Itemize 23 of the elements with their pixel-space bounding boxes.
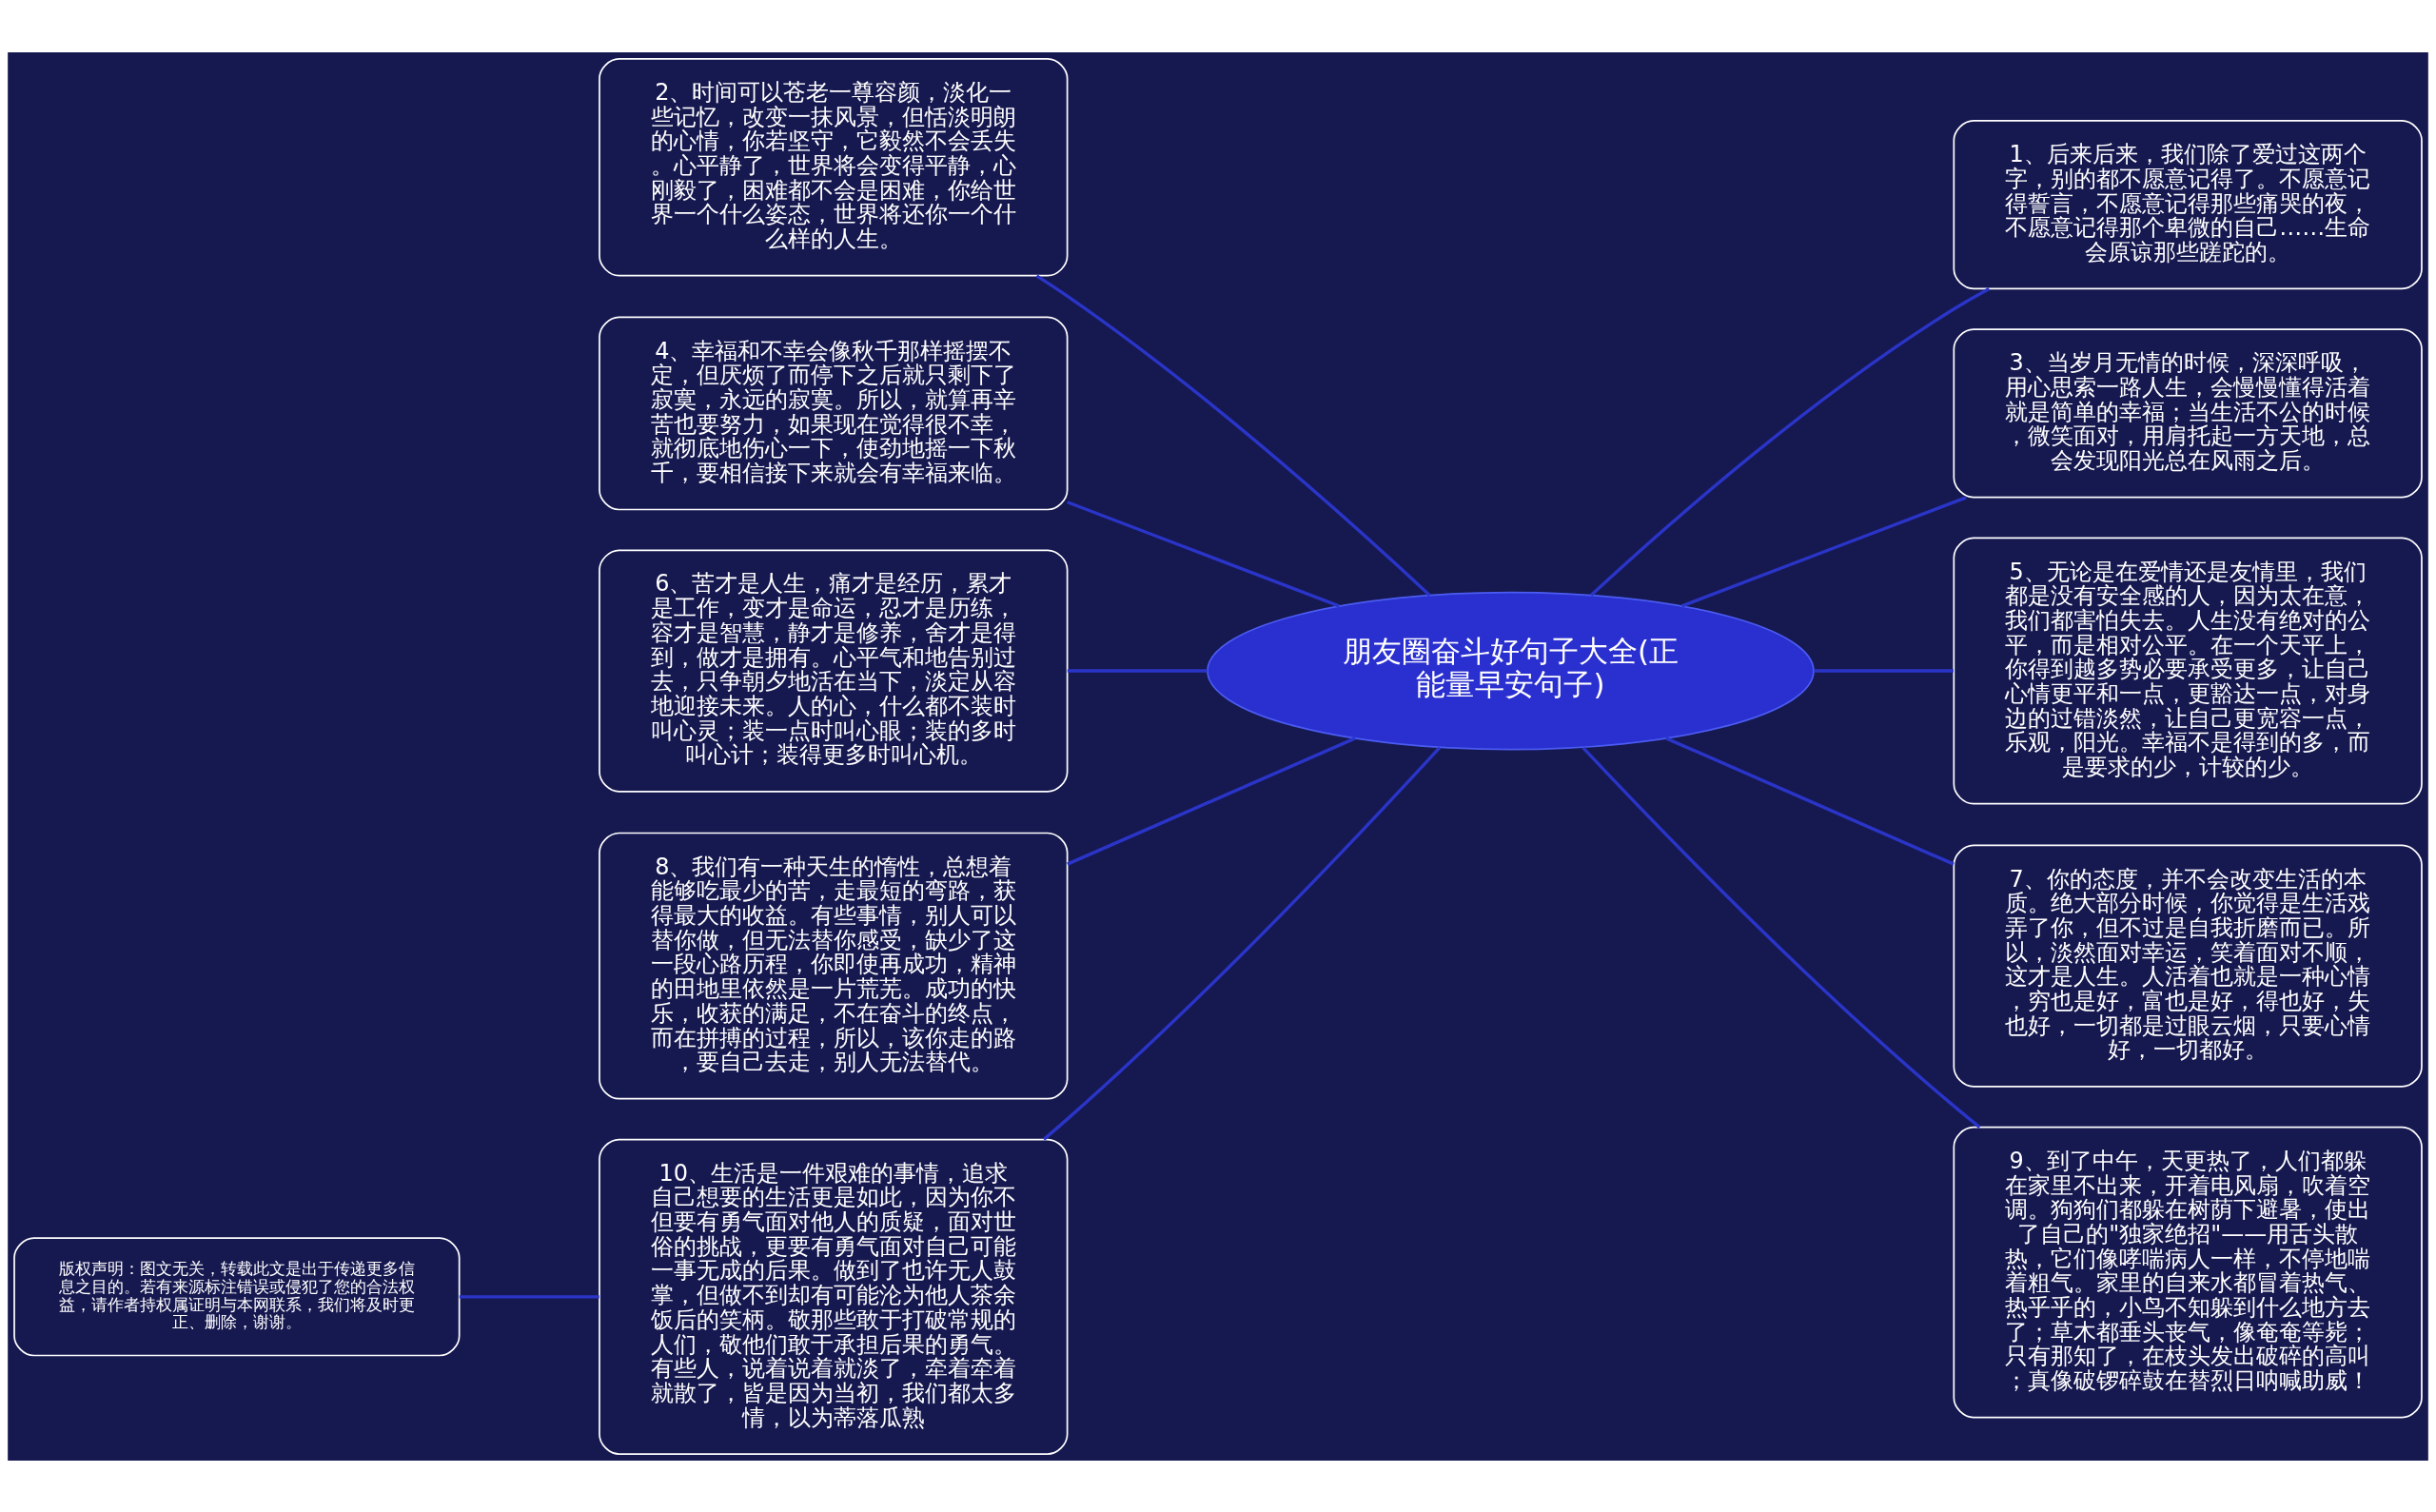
connector xyxy=(1814,668,1954,673)
node-box: 3、当岁月无情的时候，深深呼吸，用心思索一路人生，会慢慢懂得活着就是简单的幸福；当生活不公的时候，微笑面对，用肩托起一方天地，总会发现阳光总在风雨之后。 xyxy=(1953,327,2423,498)
node-box: 1、后来后来，我们除了爱过这两个字，别的都不愿意记得了。不愿意记得誓言，不愿意记得那些痛哭的夜，不愿意记得那个卑微的自己……生命会原谅那些蹉跎的。 xyxy=(1953,119,2423,289)
node-box: 10、生活是一件艰难的事情，追求自己想要的生活更是如此，因为你不但要有勇气面对他人的质疑，面对世俗的挑战，更要有勇气面对自己可能一事无成的后果。做到了也许无人鼓掌，但做不到却有可能沦为他人茶余饭后的笑柄。敬那些敢于打破常规的人们，敬他们敢于承担后果的勇气。有些人，说着说着就淡了，牵着牵着就散了，皆是因为当初，我们都太多情，以为蒂落瓜熟 xyxy=(599,1138,1069,1455)
node-box: 5、无论是在爱情还是友情里，我们都是没有安全感的人，因为太在意，我们都害怕失去。人生没有绝对的公平，而是相对公平。在一个天平上，你得到越多势必要承受更多，让自己心情更平和一点，更豁达一点，对身边的过错淡然，让自己更宽容一点，乐观，阳光。幸福不是得到的多，而是要求的少，计较的少。 xyxy=(1953,537,2423,805)
connector xyxy=(1067,736,1356,866)
connector xyxy=(1067,668,1208,673)
node-box: 4、幸福和不幸会像秋千那样摇摆不定，但厌烦了而停下之后就只剩下了寂寞，永远的寂寞。所以，就算再辛苦也要努力，如果现在觉得很不幸，就彻底地伤心一下，使劲地摇一下秋千，要相信接下来就会有幸福来临。 xyxy=(599,316,1069,510)
node-box: 6、苦才是人生，痛才是经历，累才是工作，变才是命运，忍才是历练，容才是智慧，静才是修养，舍才是得到，做才是拥有。心平气和地告别过去，只争朝夕地活在当下，淡定从容地迎接未来。人的心，什么都不装时叫心灵；装一点时叫心眼；装的多时叫心计；装得更多时叫心机。 xyxy=(599,548,1069,793)
node-box: 8、我们有一种天生的惰性，总想着能够吃最少的苦，走最短的弯路，获得最大的收益。有些事情，别人可以替你做，但无法替你感受，缺少了这一段心路历程，你即使再成功，精神的田地里依然是一片荒芜。成功的快乐，收获的满足，不在奋斗的终点，而在拼搏的过程，所以，该你走的路，要自己去走，别人无法替代。 xyxy=(599,832,1069,1100)
connector xyxy=(1589,286,1991,597)
connector xyxy=(1067,500,1340,607)
node-box: 2、时间可以苍老一尊容颜，淡化一些记忆，改变一抹风景，但恬淡明朗的心情，你若坚守，它毅然不会丢失。心平静了，世界将会变得平静，心刚毅了，困难都不会是困难，你给世界一个什么姿态，世界将还你一个什么样的人生。 xyxy=(599,57,1069,277)
connector xyxy=(1665,736,1955,866)
connector xyxy=(1035,273,1431,597)
connector xyxy=(1042,745,1442,1141)
node-ellipse: 朋友圈奋斗好句子大全(正能量早安句子) xyxy=(1207,591,1815,750)
node-box: 7、你的态度，并不会改变生活的本质。绝大部分时候，你觉得是生活戏弄了你，但不过是自我折磨而已。所以，淡然面对幸运，笑着面对不顺，这才是人生。人活着也就是一种心情，穷也是好，富也是好，得也好，失也好，一切都是过眼云烟，只要心情好，一切都好。 xyxy=(1953,844,2423,1088)
connector xyxy=(459,1294,599,1299)
connector xyxy=(1680,495,1967,608)
connector xyxy=(1581,746,1981,1129)
node-box: 版权声明：图文无关，转载此文是出于传递更多信息之目的。若有来源标注错误或侵犯了您的合法权益，请作者持权属证明与本网联系，我们将及时更正、删除，谢谢。 xyxy=(13,1236,461,1356)
node-box: 9、到了中午，天更热了，人们都躲在家里不出来，开着电风扇，吹着空调。狗狗们都躲在树荫下避暑，使出了自己的"独家绝招"——用舌头散热，它们像哮喘病人一样，不停地喘着粗气。家里的自来水都冒着热气、热乎乎的，小鸟不知躲到什么地方去了；草木都垂头丧气，像奄奄等毙；只有那知了，在枝头发出破碎的高叫；真像破锣碎鼓在替烈日呐喊助威！ xyxy=(1953,1126,2423,1418)
